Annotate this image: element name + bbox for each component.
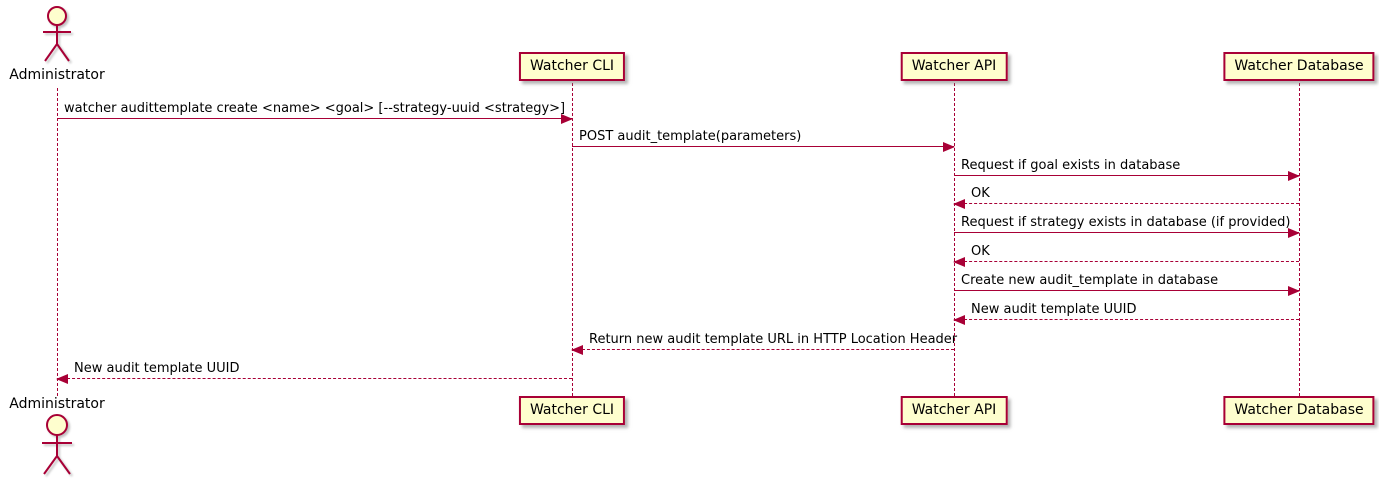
message-10-arrow [56,374,572,384]
message-2-arrow [572,142,955,152]
participant-watcher-database-bottom: Watcher Database [1223,396,1375,425]
message-6-arrow [953,257,1299,267]
message-2-label: POST audit_template(parameters) [579,129,802,144]
arrowhead-right-icon [1288,171,1300,181]
message-3-arrow [954,171,1300,181]
lifeline-watcher-api [954,83,955,396]
participant-watcher-database-top: Watcher Database [1223,52,1375,81]
message-7-label: Create new audit_template in database [961,273,1219,288]
message-4-label: OK [971,186,990,201]
message-8-label: New audit template UUID [971,302,1137,317]
actor-name-top: Administrator [9,67,105,83]
message-5: Request if strategy exists in database (… [954,215,1300,238]
message-1: watcher audittemplate create <name> <goa… [57,101,573,124]
message-10: New audit template UUID [56,361,572,384]
message-9-arrow [571,345,954,355]
message-3: Request if goal exists in database [954,158,1300,181]
message-5-arrow [954,228,1300,238]
message-2: POST audit_template(parameters) [572,129,955,152]
message-6: OK [953,244,1299,267]
arrowhead-right-icon [943,142,955,152]
actor-icon [37,4,77,70]
message-10-label: New audit template UUID [74,361,240,376]
message-7-arrow [954,286,1300,296]
participant-watcher-api-bottom: Watcher API [900,396,1008,425]
message-3-label: Request if goal exists in database [961,158,1181,173]
arrowhead-right-icon [1288,228,1300,238]
message-8-arrow [953,315,1299,325]
message-9-label: Return new audit template URL in HTTP Lo… [589,332,958,347]
participant-watcher-cli-bottom: Watcher CLI [518,396,626,425]
participant-watcher-api-top: Watcher API [900,52,1008,81]
lifeline-administrator [57,88,58,396]
arrowhead-left-icon [56,374,68,384]
message-9: Return new audit template URL in HTTP Lo… [571,332,958,355]
message-4-arrow [953,199,1299,209]
participant-watcher-cli-top: Watcher CLI [518,52,626,81]
arrowhead-left-icon [571,345,583,355]
actor-name-bottom: Administrator [9,396,105,412]
message-8: New audit template UUID [953,302,1299,325]
message-1-arrow [57,114,573,124]
message-4: OK [953,186,1299,209]
arrowhead-right-icon [561,114,573,124]
arrowhead-left-icon [953,315,965,325]
message-5-label: Request if strategy exists in database (… [961,215,1291,230]
lifeline-watcher-cli [572,83,573,396]
arrowhead-left-icon [953,199,965,209]
message-6-label: OK [971,244,990,259]
actor-icon [37,412,77,483]
lifeline-watcher-database [1299,83,1300,396]
message-1-label: watcher audittemplate create <name> <goa… [64,101,566,116]
arrowhead-left-icon [953,257,965,267]
arrowhead-right-icon [1288,286,1300,296]
message-7: Create new audit_template in database [954,273,1300,296]
